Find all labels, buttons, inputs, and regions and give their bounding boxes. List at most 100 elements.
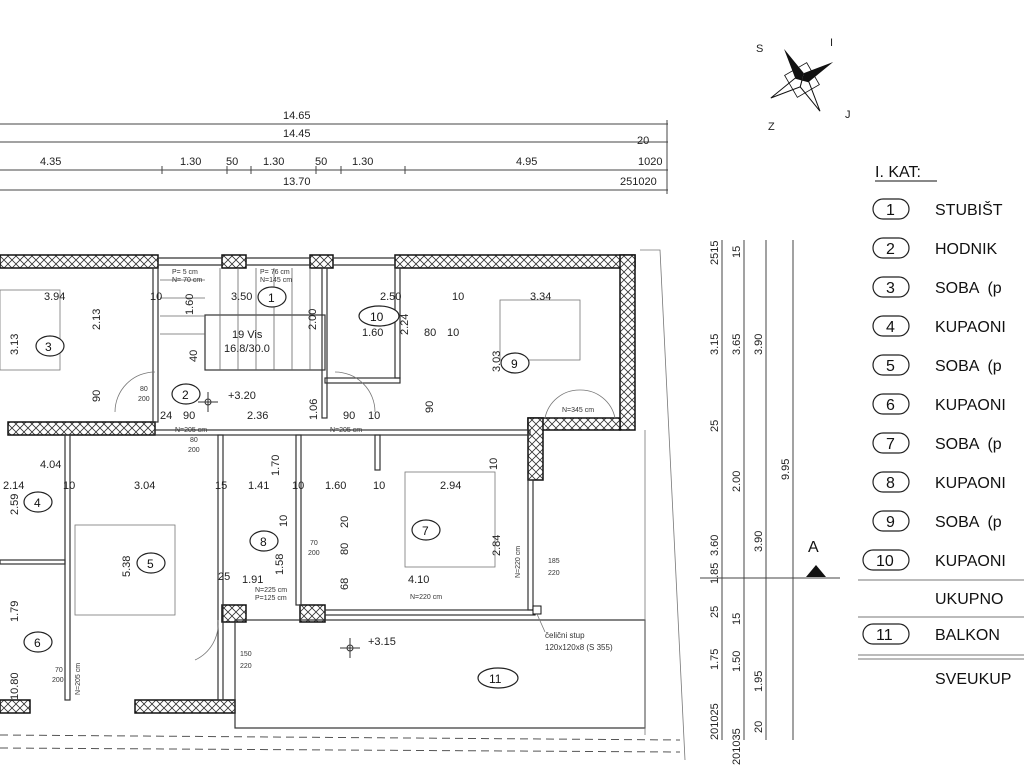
door-size: 220 <box>548 570 560 577</box>
plan-dim: 1.60 <box>325 480 346 492</box>
legend-num: 7 <box>886 436 895 453</box>
right-dim: 15 <box>731 246 743 258</box>
plan-dim: 3.13 <box>9 334 21 355</box>
room-4-label: 4 <box>34 496 41 510</box>
room-8-label: 8 <box>260 535 267 549</box>
plan-dim: 40 <box>188 350 200 362</box>
plan-dim: 80 <box>424 327 436 339</box>
right-dim: 3.60 <box>709 535 721 556</box>
plan-dim: 3.34 <box>530 291 551 303</box>
right-dim: 1.75 <box>709 649 721 670</box>
plan-dim: 10 <box>150 291 162 303</box>
plan-notes: N=205 cm N=205 cm N=220 cm N=345 cm N=22… <box>52 269 613 695</box>
plan-dim: 90 <box>91 390 103 402</box>
legend-item: 2 HODNIK <box>872 237 998 259</box>
dim-chain: 50 <box>315 156 327 168</box>
dim-chain: 50 <box>226 156 238 168</box>
plan-dim: 10 <box>447 327 459 339</box>
legend-label: HODNIK <box>935 241 998 258</box>
legend-total: SVEUKUP <box>935 671 1011 688</box>
legend-title: I. KAT: <box>875 164 921 181</box>
door-size: 200 <box>308 550 320 557</box>
plan-dim: 2.59 <box>9 494 21 515</box>
dim-chain: 1.30 <box>180 156 201 168</box>
plan-dim: 10 <box>292 480 304 492</box>
column-note: čelični stup <box>545 631 585 640</box>
plan-dim: 10.80 <box>9 672 21 700</box>
dim-end-b: 251020 <box>620 176 657 188</box>
plan-dim: 20 <box>339 516 351 528</box>
room-11-label: 11 <box>489 672 502 686</box>
legend-label: STUBIŠT <box>935 200 1003 219</box>
dim-chain: 1.30 <box>263 156 284 168</box>
right-dim: 2.00 <box>731 471 743 492</box>
plan-dimensions: 3.94 2.13 3.13 10 3.50 1.60 2.00 40 +3.2… <box>3 291 551 700</box>
legend-label: KUPAONI <box>935 397 1006 414</box>
level-mark-icon <box>198 392 218 412</box>
legend-num: 6 <box>886 397 895 414</box>
dim-chain: 1.30 <box>352 156 373 168</box>
plan-dim: 24 <box>160 410 172 422</box>
plan-dim: 80 <box>339 543 351 555</box>
door-size: 80 <box>190 437 198 444</box>
legend-num: 3 <box>886 280 895 297</box>
stairs-ratio: 16.8/30.0 <box>224 343 270 355</box>
legend-num: 1 <box>886 202 895 219</box>
legend-subtotal: UKUPNO <box>935 591 1003 608</box>
plan-dim: 2.14 <box>3 480 24 492</box>
legend-num: 8 <box>886 475 895 492</box>
right-dim: 201035 <box>731 728 743 765</box>
door-size: 200 <box>52 677 64 684</box>
legend-label: KUPAONI <box>935 553 1006 570</box>
stairs-count: 19 Vis <box>232 329 263 341</box>
top-dimensions: 14.65 14.45 20 4.35 1.30 50 1.30 50 1.30… <box>0 110 668 194</box>
legend-label: SOBA (p <box>935 514 1002 531</box>
plan-dim: 1.91 <box>242 574 263 586</box>
plan-dim: 1.60 <box>362 327 383 339</box>
door-note: N=205 cm <box>75 663 82 695</box>
right-dim: 20 <box>753 721 765 733</box>
right-dim: 2515 <box>709 241 721 265</box>
plan-dim: +3.20 <box>228 390 256 402</box>
door-size: 150 <box>240 651 252 658</box>
door-note: N=225 cm <box>255 587 287 594</box>
door-note: N=205 cm <box>330 427 362 434</box>
plan-dim: 68 <box>339 578 351 590</box>
room-1-label: 1 <box>268 291 275 305</box>
door-size: 185 <box>548 558 560 565</box>
plan-dim: 5.38 <box>121 556 133 577</box>
door-size: 200 <box>138 396 150 403</box>
plan-dim: 2.50 <box>380 291 401 303</box>
room-10-label: 10 <box>370 310 384 324</box>
dim-total-inner: 14.45 <box>283 128 311 140</box>
plan-dim: 2.24 <box>399 314 411 335</box>
plan-dim: 4.10 <box>408 574 429 586</box>
window-note: P= 5 cm <box>172 269 198 276</box>
right-dim: 3.65 <box>731 334 743 355</box>
compass-west: Z <box>768 121 775 133</box>
dim-end-a: 20 <box>637 135 649 147</box>
legend-label: BALKON <box>935 627 1000 644</box>
legend-num: 2 <box>886 241 895 258</box>
level-mark: +3.15 <box>368 636 396 648</box>
section-marker-label: A <box>808 539 819 556</box>
plan-dim: 10 <box>63 480 75 492</box>
plan-dim: 10 <box>278 515 290 527</box>
right-dim: 1.85 <box>709 563 721 584</box>
door-note: N=345 cm <box>562 407 594 414</box>
plan-dim: 10 <box>452 291 464 303</box>
compass-north: S <box>756 43 763 55</box>
dim-total-wall: 13.70 <box>283 176 311 188</box>
right-dim: 1.50 <box>731 651 743 672</box>
plan-dim: 3.04 <box>134 480 155 492</box>
level-mark-icon <box>340 638 360 658</box>
right-dim: 3.15 <box>709 334 721 355</box>
window-note: P= 76 cm <box>260 269 290 276</box>
dim-chain: 4.35 <box>40 156 61 168</box>
door-size: 70 <box>55 667 63 674</box>
plan-dim: 1.41 <box>248 480 269 492</box>
compass-rose-icon <box>770 48 834 112</box>
